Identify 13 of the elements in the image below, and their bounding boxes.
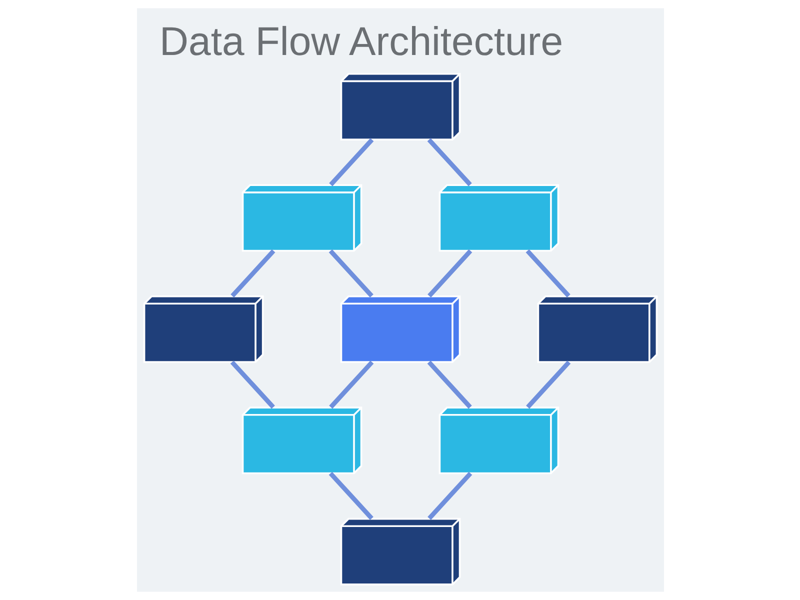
- connector: [328, 472, 373, 520]
- connector: [426, 360, 472, 409]
- connector: [328, 138, 374, 186]
- connector: [426, 138, 472, 186]
- connector: [230, 249, 275, 298]
- connector: [328, 360, 374, 409]
- connector: [230, 360, 274, 409]
- connector: [427, 249, 472, 298]
- diagram-title: Data Flow Architecture: [159, 20, 563, 64]
- connector: [525, 249, 570, 298]
- connector: [427, 472, 472, 520]
- connector: [526, 360, 570, 409]
- connector: [328, 249, 373, 298]
